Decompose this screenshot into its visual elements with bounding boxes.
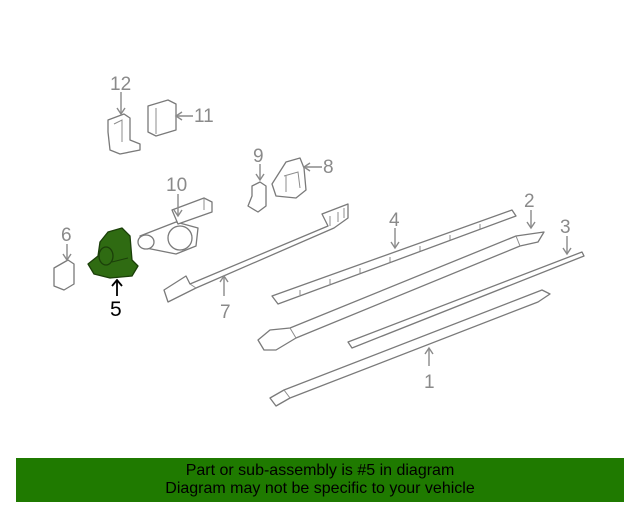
arrowhead-4 <box>390 241 400 250</box>
part-6-clip <box>53 259 75 291</box>
part-10-sensor <box>137 197 213 255</box>
arrowhead-12 <box>116 107 126 116</box>
arrowhead-8 <box>302 162 311 172</box>
part-11-module <box>147 99 177 137</box>
arrowhead-6 <box>62 253 72 262</box>
arrowhead-1 <box>424 346 434 355</box>
arrowhead-10 <box>173 209 183 218</box>
callout-10: 10 <box>166 175 187 196</box>
part-5-highlighted-bracket <box>87 227 139 279</box>
part-3-strip <box>347 251 585 349</box>
info-banner: Part or sub-assembly is #5 in diagram Di… <box>16 458 624 502</box>
part-12-bracket <box>107 113 141 155</box>
part-2-molding <box>257 231 545 351</box>
part-4-trim-strip <box>271 209 517 305</box>
callout-11: 11 <box>194 106 214 127</box>
callout-9: 9 <box>253 146 264 167</box>
arrowhead-7 <box>219 274 229 283</box>
arrowhead-9 <box>255 173 265 182</box>
callout-5: 5 <box>110 298 122 321</box>
callout-3: 3 <box>560 217 571 238</box>
callout-12: 12 <box>110 74 131 95</box>
arrowhead-11 <box>174 111 183 121</box>
banner-line-disclaimer: Diagram may not be specific to your vehi… <box>165 480 475 497</box>
arrowhead-5 <box>111 278 123 287</box>
part-9-clip <box>247 181 267 213</box>
callout-4: 4 <box>389 210 400 231</box>
callout-1: 1 <box>424 372 435 393</box>
callout-6: 6 <box>61 225 72 246</box>
callout-7: 7 <box>220 302 231 323</box>
callout-8: 8 <box>323 157 334 178</box>
callout-2: 2 <box>524 191 535 212</box>
arrowhead-2 <box>526 221 536 230</box>
part-8-bracket <box>271 157 307 199</box>
arrowhead-3 <box>562 247 572 256</box>
part-1-rocker-panel <box>269 289 551 407</box>
part-7-rail <box>163 203 349 303</box>
banner-line-part-info: Part or sub-assembly is #5 in diagram <box>185 462 455 479</box>
